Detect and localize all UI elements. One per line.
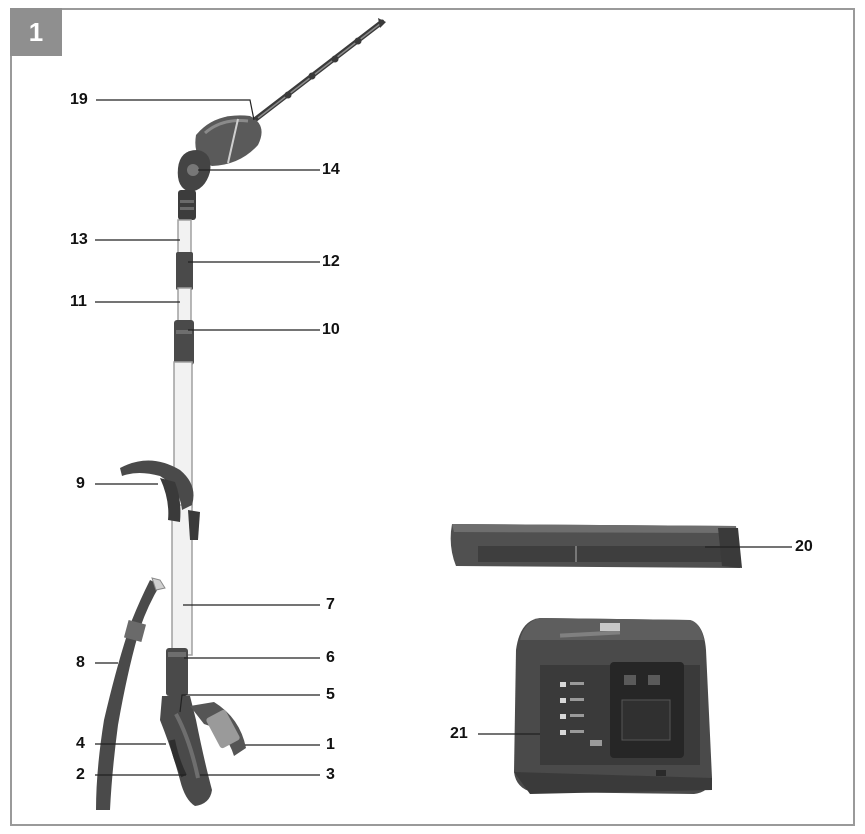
front-handle [120,460,200,540]
callout-7: 7 [326,596,335,613]
callout-8: 8 [76,654,85,671]
figure-number-badge: 1 [10,8,62,56]
callout-1: 1 [326,736,335,753]
callout-10: 10 [322,321,340,338]
callout-21: 21 [450,725,468,742]
battery-pack [450,524,742,568]
callout-20: 20 [795,538,813,555]
callout-11: 11 [70,293,87,310]
callout-19: 19 [70,91,88,108]
callout-9: 9 [76,475,85,492]
figure-frame [10,8,855,826]
callout-13: 13 [70,231,88,248]
callout-6: 6 [326,649,335,666]
angle-joint [177,150,211,220]
callout-4: 4 [76,735,85,752]
telescopic-shaft [171,219,194,656]
shoulder-strap [96,577,166,810]
callout-12: 12 [322,253,340,270]
leader-lines [95,99,792,776]
callout-5: 5 [326,686,335,703]
motor-head [195,115,262,166]
rear-handle [160,648,246,806]
cutter-blade [249,18,386,125]
callout-2: 2 [76,766,85,783]
callout-14: 14 [322,161,340,178]
callout-3: 3 [326,766,335,783]
battery-charger [514,618,712,794]
